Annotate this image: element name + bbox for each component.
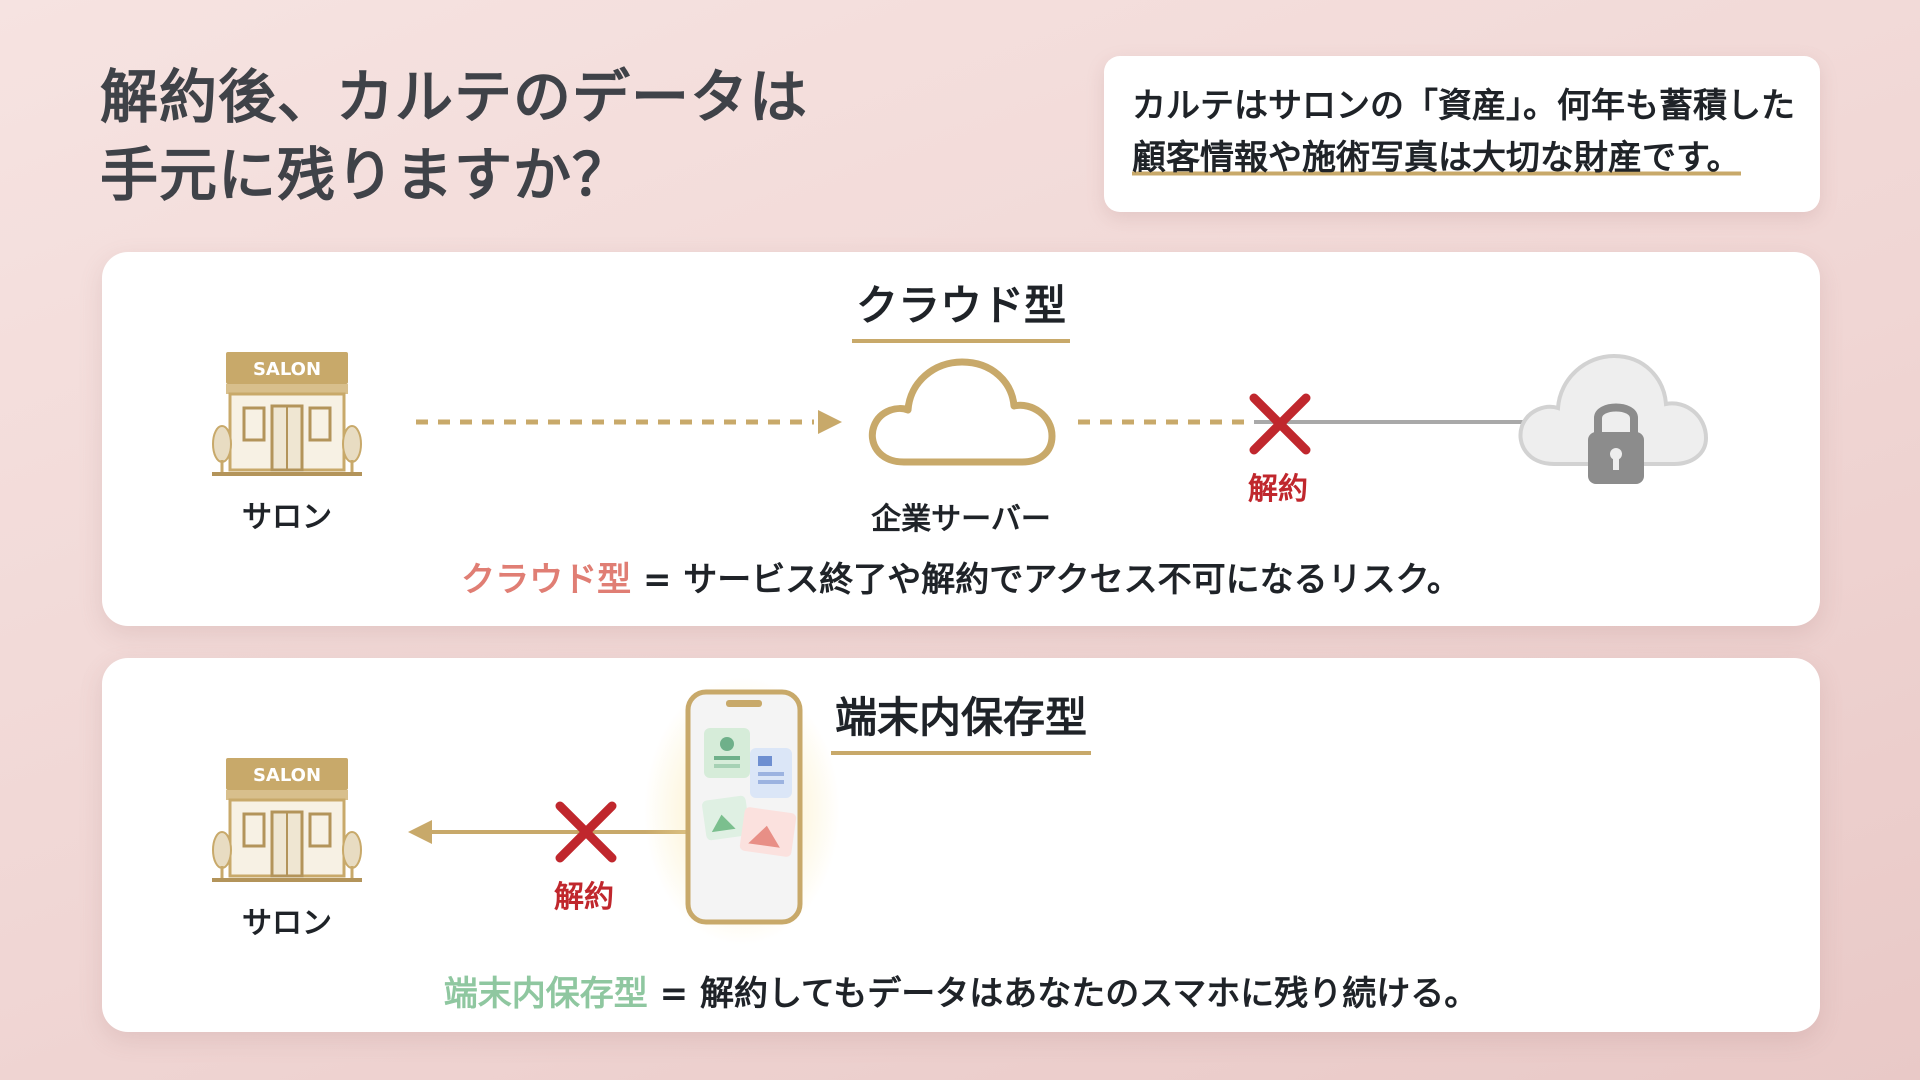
local-salon-label: サロン — [242, 906, 332, 941]
cloud-summary: クラウド型 = サービス終了や解約でアクセス不可になるリスク。 — [102, 552, 1820, 601]
server-label: 企業サーバー — [871, 502, 1051, 537]
local-storage-panel: 端末内保存型 SALON サロン 解約 — [102, 658, 1820, 1032]
salon-store-icon: SALON — [212, 758, 362, 882]
cloud-summary-highlight: クラウド型 — [461, 560, 632, 600]
cancel-x-icon — [555, 801, 617, 863]
local-cancel-label: 解約 — [554, 880, 614, 915]
asset-note-line1: カルテはサロンの「資産」。何年も蓄積した — [1132, 86, 1795, 126]
cloud-cancel-label: 解約 — [1248, 472, 1308, 507]
cloud-panel-title: クラウド型 — [851, 272, 1070, 343]
smartphone-icon — [644, 677, 840, 945]
cloud-icon — [868, 358, 1056, 466]
local-panel-title: 端末内保存型 — [830, 684, 1091, 755]
cloud-type-panel: クラウド型 SALON サロン 企業サーバー 解約 — [102, 252, 1820, 626]
cancel-x-icon — [1249, 393, 1311, 455]
local-summary-highlight: 端末内保存型 — [443, 974, 648, 1014]
local-summary-text: = 解約してもデータはあなたのスマホに残り続ける。 — [647, 974, 1479, 1014]
cloud-salon-label: サロン — [242, 500, 332, 535]
page-title: 解約後、カルテのデータは 手元に残りますか？ — [100, 58, 808, 214]
locked-cloud-icon — [1518, 353, 1709, 484]
asset-note-card: カルテはサロンの「資産」。何年も蓄積した 顧客情報や施術写真は大切な財産です。 — [1104, 56, 1820, 212]
page-title-line2: 手元に残りますか？ — [100, 141, 632, 209]
cloud-summary-text: = サービス終了や解約でアクセス不可になるリスク。 — [631, 560, 1461, 600]
local-summary: 端末内保存型 = 解約してもデータはあなたのスマホに残り続ける。 — [102, 966, 1820, 1015]
salon-sign-text: SALON — [253, 765, 321, 786]
page-title-line1: 解約後、カルテのデータは — [100, 63, 809, 131]
salon-store-icon: SALON — [212, 352, 362, 476]
cloud-panel-title-wrap: クラウド型 — [102, 272, 1820, 343]
asset-note-line2: 顧客情報や施術写真は大切な財産です。 — [1132, 138, 1741, 178]
salon-sign-text: SALON — [253, 359, 321, 380]
upload-dashed-arrow — [416, 410, 842, 434]
local-panel-title-wrap: 端末内保存型 — [102, 684, 1820, 755]
